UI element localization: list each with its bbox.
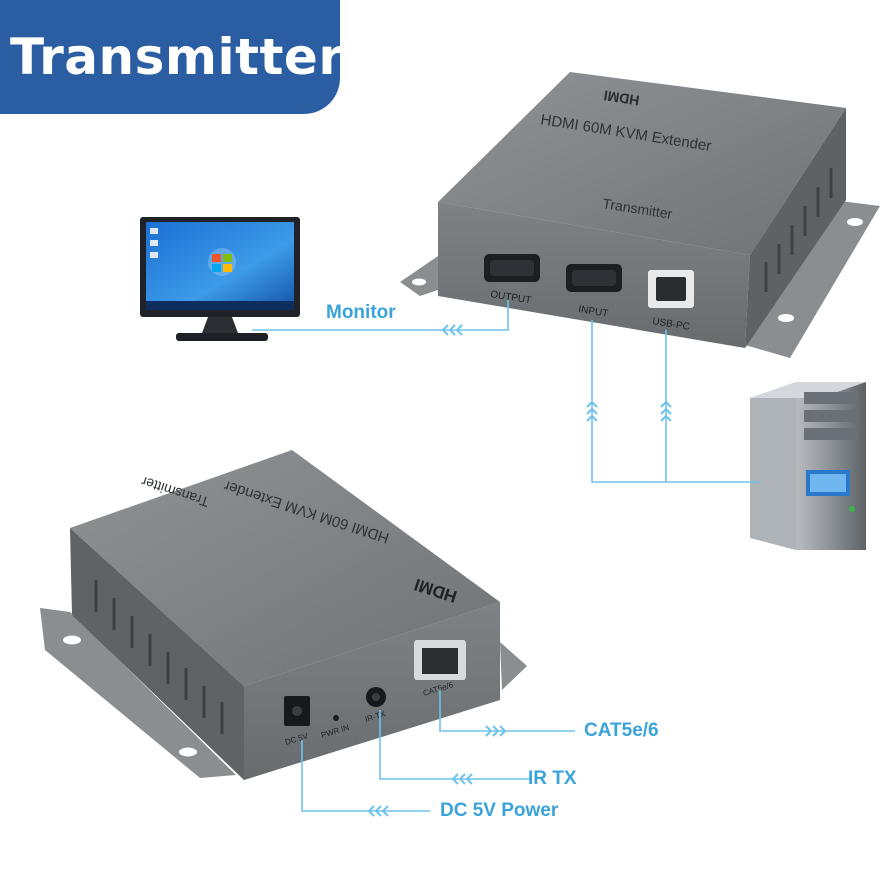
monitor-illustration	[140, 217, 300, 341]
chevron-up-icon	[586, 400, 598, 422]
chevron-right-icon	[485, 725, 507, 737]
ir-connector-line	[379, 710, 530, 780]
pc-tower-illustration	[750, 382, 866, 550]
callout-monitor: Monitor	[326, 302, 396, 323]
monitor-connector-line	[252, 300, 509, 331]
port-label-input: INPUT	[578, 304, 609, 320]
callout-ir-tx: IR TX	[528, 768, 577, 789]
direction-chevrons	[367, 324, 672, 817]
banner-title: Transmitter	[10, 28, 344, 86]
bottom-transmitter-device	[40, 450, 527, 780]
callout-dc-power: DC 5V Power	[440, 800, 559, 821]
top-logo: HDMI	[603, 87, 641, 108]
pc-input-connector-line	[591, 320, 760, 483]
chevron-left-icon	[451, 773, 473, 785]
dc-connector-line	[301, 740, 430, 812]
chevron-left-icon	[441, 324, 463, 336]
cat-connector-line	[439, 690, 575, 732]
top-transmitter-device	[400, 72, 880, 358]
title-banner: Transmitter	[0, 0, 344, 114]
chevron-up-icon	[660, 400, 672, 422]
chevron-left-icon	[367, 805, 389, 817]
connector-lines	[252, 300, 760, 812]
callout-cat: CAT5e/6	[584, 720, 659, 741]
